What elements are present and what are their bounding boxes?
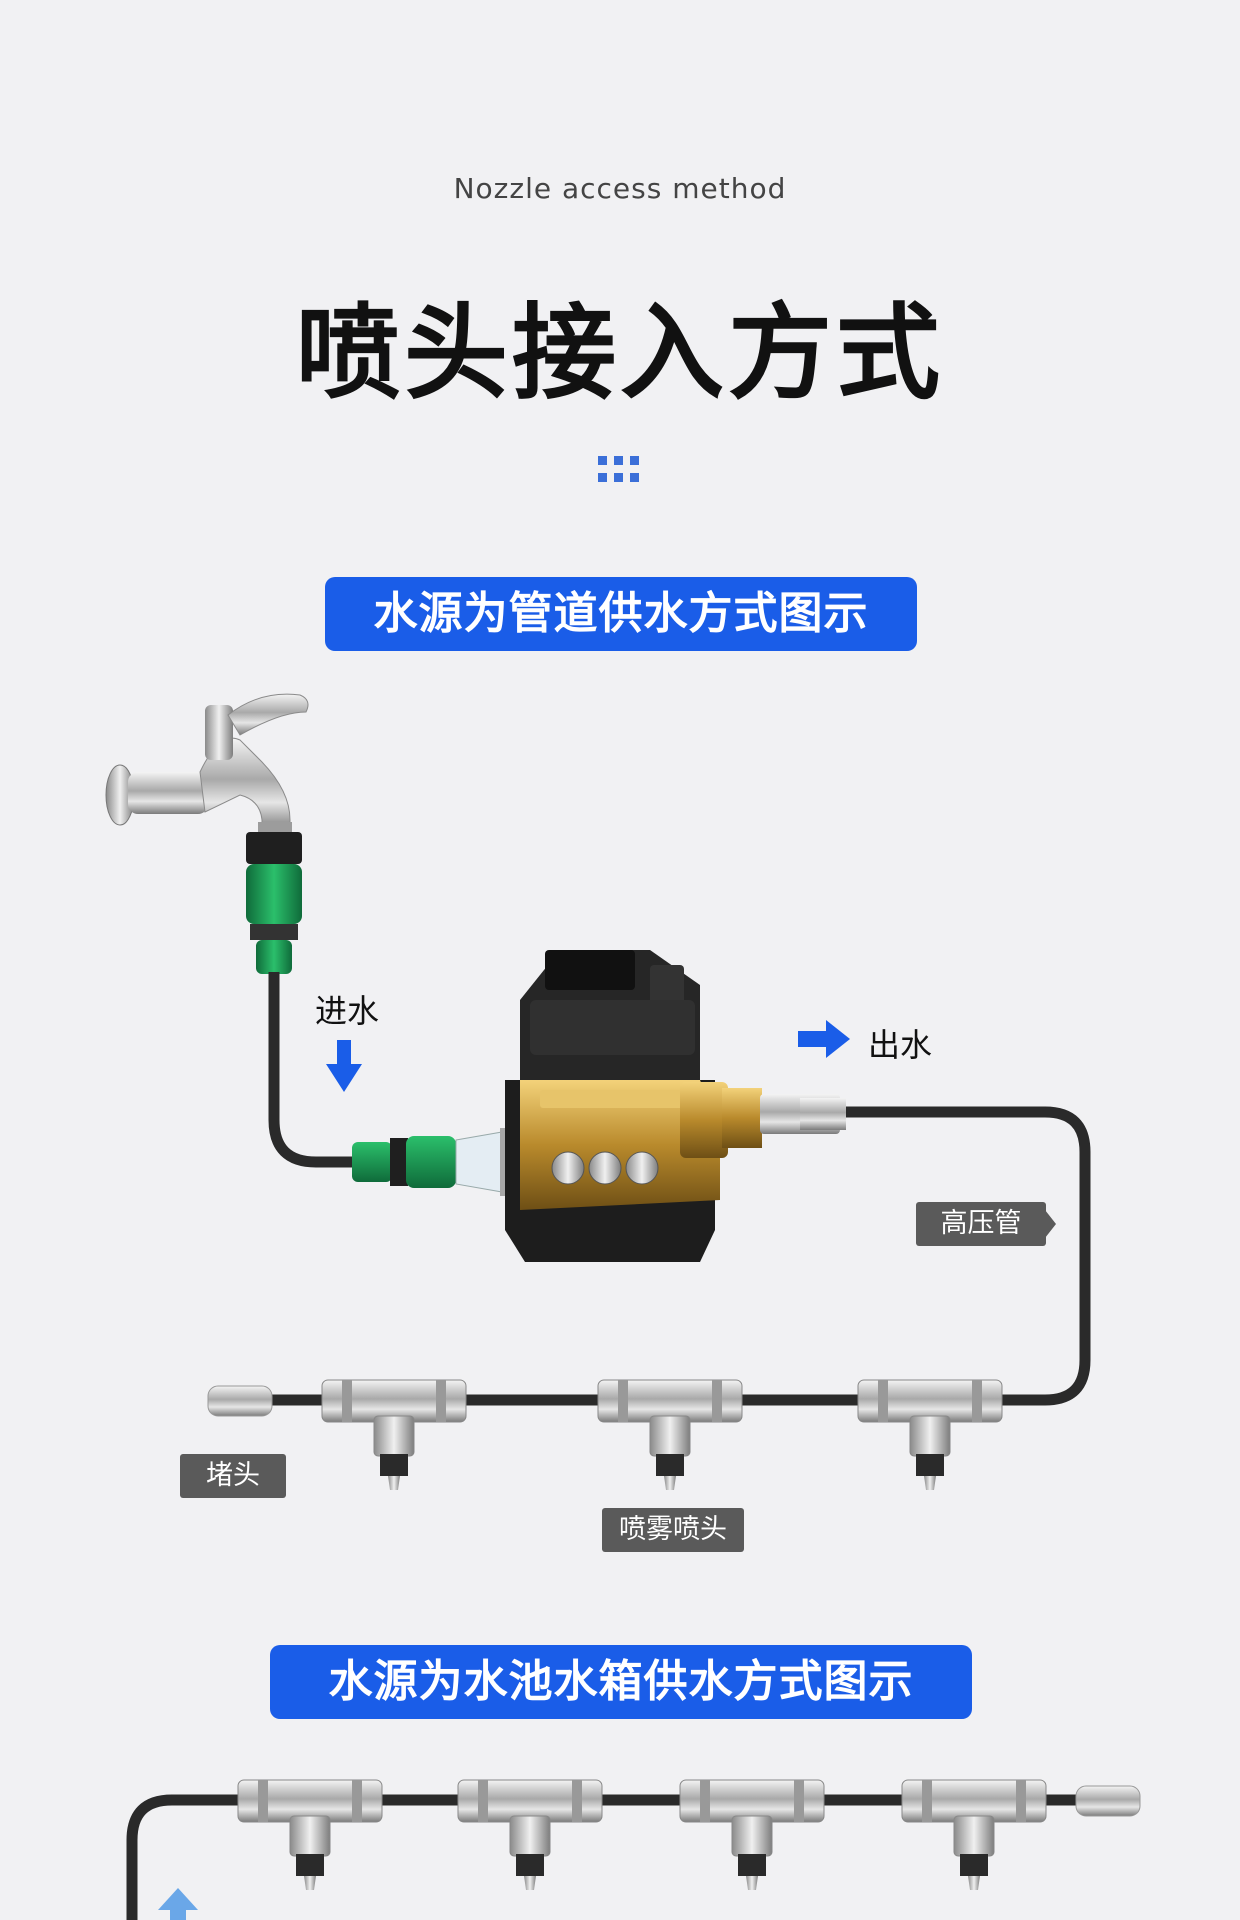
inlet-connector-icon — [352, 1128, 518, 1196]
spray-nozzle-icon — [238, 1780, 382, 1890]
quick-connector-icon — [246, 832, 302, 974]
outlet-label: 出水 — [868, 1020, 932, 1066]
high-pressure-hose-tag: 高压管 — [916, 1202, 1046, 1246]
pump-icon — [505, 950, 846, 1262]
spray-nozzle-icon — [598, 1380, 742, 1490]
spray-nozzle-tag: 喷雾喷头 — [602, 1508, 744, 1552]
inlet-label: 进水 — [315, 986, 379, 1032]
plug-icon — [1076, 1786, 1140, 1816]
plug-icon — [208, 1386, 272, 1416]
spray-nozzle-icon — [858, 1380, 1002, 1490]
spray-nozzle-icon — [680, 1780, 824, 1890]
spray-nozzle-icon — [322, 1380, 466, 1490]
spray-nozzle-icon — [458, 1780, 602, 1890]
arrow-up-icon — [158, 1888, 198, 1920]
arrow-down-icon — [326, 1040, 362, 1092]
banner-pool-supply: 水源为水池水箱供水方式图示 — [270, 1645, 972, 1719]
spray-nozzle-icon — [902, 1780, 1046, 1890]
faucet-icon — [106, 694, 308, 836]
plug-tag: 堵头 — [180, 1454, 286, 1498]
arrow-right-icon — [798, 1020, 850, 1058]
